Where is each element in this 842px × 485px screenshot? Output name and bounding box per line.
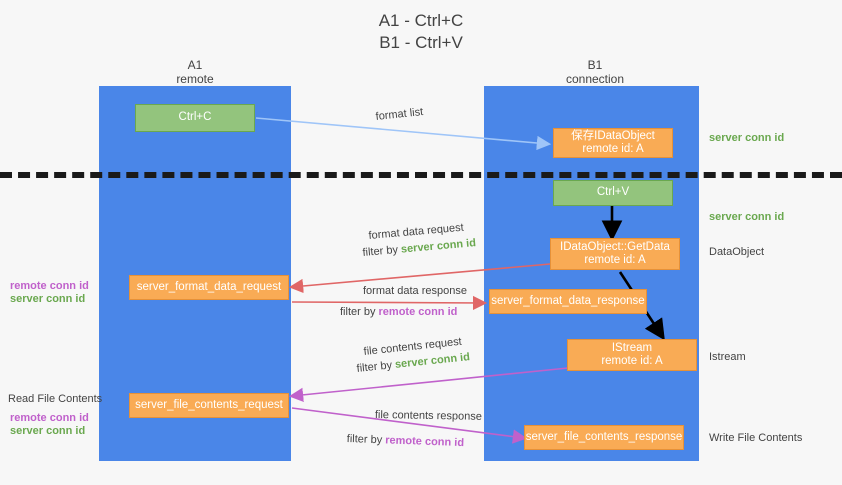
filter-prefix: filter by	[362, 243, 402, 259]
box-server-format-data-response[interactable]: server_format_data_response	[489, 289, 647, 314]
box-ctrl-v[interactable]: Ctrl+V	[553, 180, 673, 206]
title-line-1: A1 - Ctrl+C	[378, 11, 464, 30]
box-server-file-contents-response[interactable]: server_file_contents_response	[524, 425, 684, 450]
box-ctrl-c-label: Ctrl+C	[178, 111, 212, 124]
filter-prefix: filter by	[340, 306, 379, 318]
filter-value-remote-conn-id: remote conn id	[385, 434, 465, 450]
box-save-idataobject-line1: 保存IDataObject	[571, 129, 655, 142]
box-ctrl-v-label: Ctrl+V	[596, 186, 630, 199]
box-server-file-contents-response-label: server_file_contents_response	[525, 430, 683, 443]
filter-prefix: filter by	[346, 432, 386, 447]
phase-divider	[0, 172, 842, 178]
box-server-format-data-response-label: server_format_data_response	[491, 294, 645, 307]
lane-a1-sub: remote	[176, 72, 214, 86]
annotation-server-conn-id-mid: server conn id	[709, 211, 785, 223]
annotation-remote-conn-id-1: remote conn id	[10, 280, 89, 292]
box-idataobject-getdata[interactable]: IDataObject::GetData remote id: A	[550, 238, 680, 270]
box-server-file-contents-request-label: server_file_contents_request	[135, 398, 283, 411]
filter-prefix: filter by	[356, 358, 396, 375]
lane-b1-sub: connection	[565, 72, 625, 86]
arrow-format-data-response	[291, 295, 488, 311]
label-format-data-response: format data response	[363, 285, 467, 297]
diagram-title: A1 - Ctrl+C B1 - Ctrl+V	[0, 10, 842, 54]
lane-header-a1: A1 remote	[125, 58, 265, 86]
box-server-format-data-request-label: server_format_data_request	[136, 280, 282, 293]
annotation-read-file-contents: Read File Contents	[8, 393, 103, 405]
filter-value-remote-conn-id: remote conn id	[378, 306, 458, 318]
box-istream[interactable]: IStream remote id: A	[567, 339, 697, 371]
box-save-idataobject[interactable]: 保存IDataObject remote id: A	[553, 128, 673, 158]
box-server-format-data-request[interactable]: server_format_data_request	[129, 275, 289, 300]
arrow-file-contents-request	[288, 367, 569, 403]
arrow-format-list	[255, 117, 552, 151]
box-server-file-contents-request[interactable]: server_file_contents_request	[129, 393, 289, 418]
label-format-data-response-filter: filter by remote conn id	[340, 305, 457, 319]
annotation-server-conn-id-2: server conn id	[10, 425, 86, 437]
arrow-format-data-request	[288, 263, 551, 294]
title-line-2: B1 - Ctrl+V	[379, 33, 463, 52]
lane-header-b1: B1 connection	[525, 58, 665, 86]
box-ctrl-c[interactable]: Ctrl+C	[135, 104, 255, 132]
annotation-istream: Istream	[709, 351, 746, 363]
lane-a1-name: A1	[187, 58, 203, 72]
box-getdata-line2: remote id: A	[584, 254, 646, 266]
arrow-file-contents-response	[291, 407, 528, 444]
annotation-write-file-contents: Write File Contents	[709, 432, 803, 444]
annotation-server-conn-id-top: server conn id	[709, 132, 785, 144]
annotation-server-conn-id-1: server conn id	[10, 293, 86, 305]
annotation-dataobject: DataObject	[709, 246, 765, 258]
box-getdata-line1: IDataObject::GetData	[560, 240, 670, 253]
lane-b1-name: B1	[587, 58, 603, 72]
box-save-idataobject-line2: remote id: A	[582, 143, 644, 155]
annotation-remote-conn-id-2: remote conn id	[10, 412, 89, 424]
box-istream-line2: remote id: A	[601, 355, 663, 367]
box-istream-line1: IStream	[611, 341, 653, 354]
label-file-contents-response: file contents response	[374, 408, 482, 423]
